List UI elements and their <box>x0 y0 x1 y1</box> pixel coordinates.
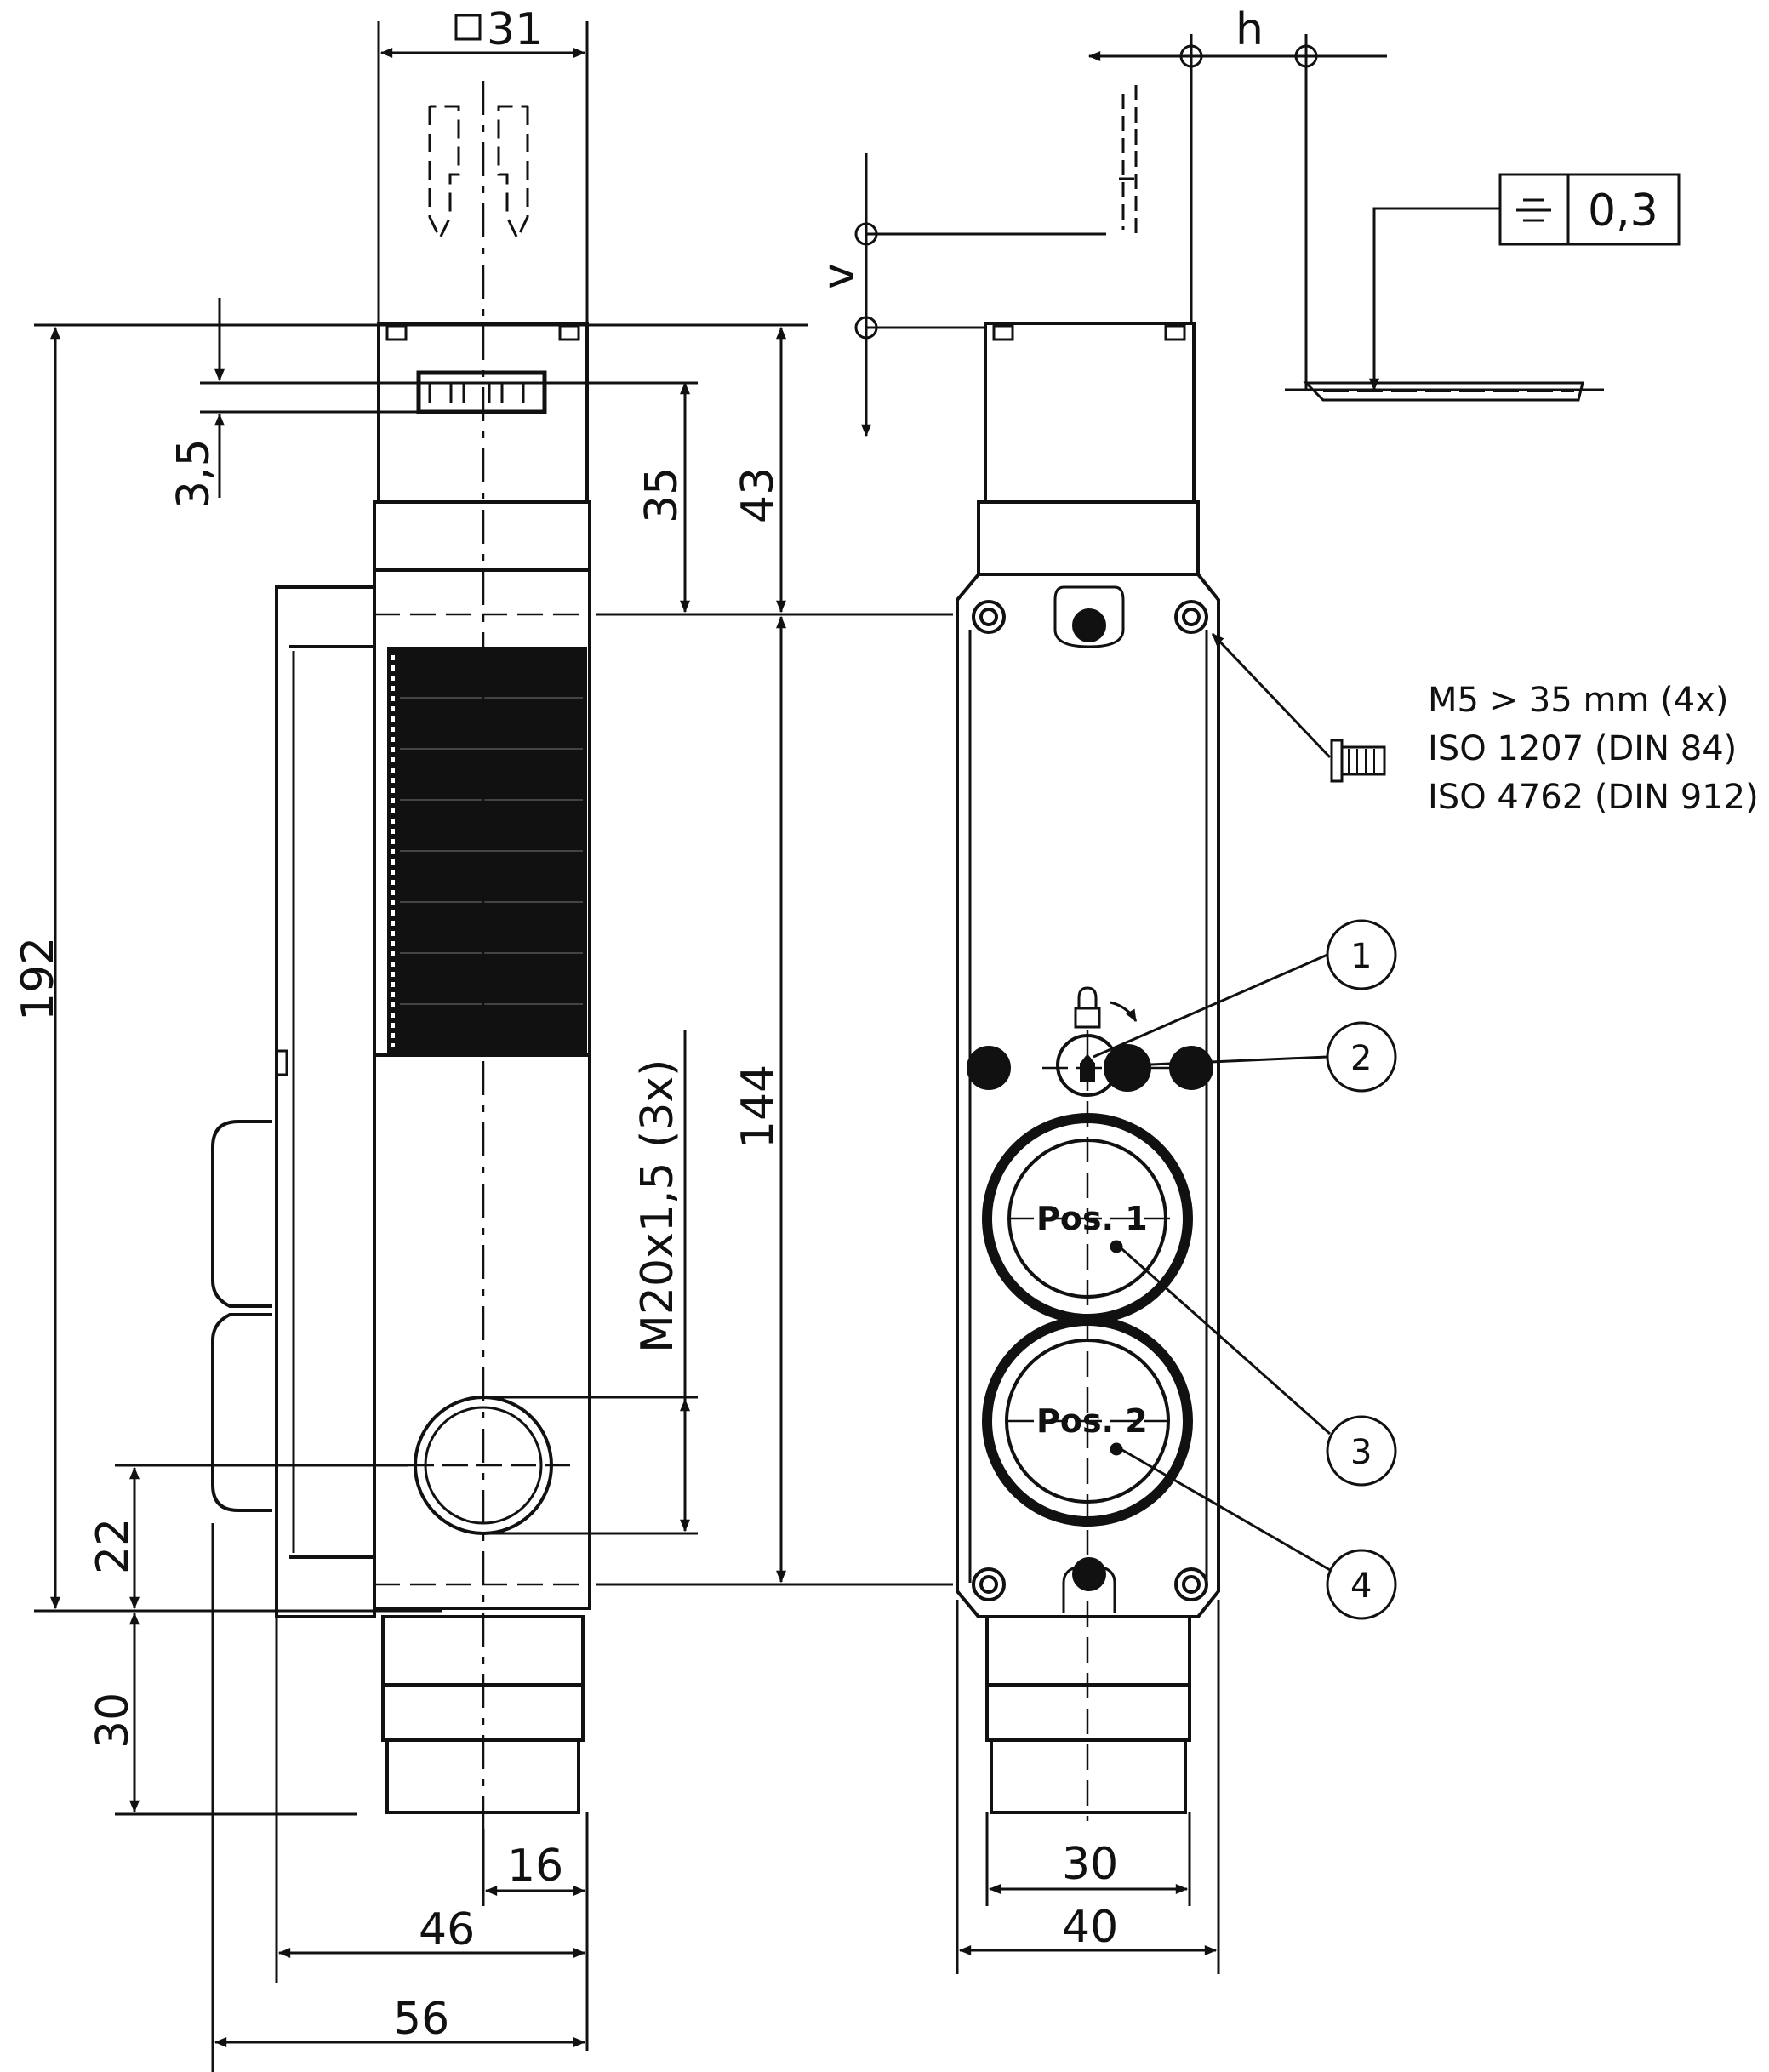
dim-3-5: 3,5 <box>168 438 220 509</box>
dim-192: 192 <box>13 937 64 1021</box>
dim-22: 22 <box>88 1518 139 1574</box>
front-view <box>956 85 1220 1821</box>
dim-40: 40 <box>1062 1902 1118 1953</box>
square-symbol-icon <box>454 14 482 41</box>
callout-4: 4 <box>1350 1567 1372 1606</box>
flatness-value: 0,3 <box>1588 186 1658 237</box>
callout-numbers: 1 2 3 4 <box>1350 937 1372 1606</box>
callout-1: 1 <box>1350 937 1372 976</box>
screw-note-line: ISO 4762 (DIN 912) <box>1428 778 1759 817</box>
callout-3: 3 <box>1350 1433 1372 1472</box>
pos-1-label: Pos. 1 <box>1036 1200 1148 1237</box>
screw-note-line: ISO 1207 (DIN 84) <box>1428 729 1737 768</box>
screw-note: M5 > 35 mm (4x) ISO 1207 (DIN 84) ISO 47… <box>1428 681 1759 817</box>
dim-46: 46 <box>419 1904 475 1955</box>
pos-2-label: Pos. 2 <box>1036 1402 1148 1440</box>
dim-30-side: 30 <box>88 1692 139 1749</box>
side-view <box>211 81 591 1902</box>
dim-56: 56 <box>393 1994 449 2045</box>
dimension-lines <box>34 21 1681 2072</box>
screw-note-line: M5 > 35 mm (4x) <box>1428 681 1729 720</box>
tolerance-v: v <box>813 263 865 289</box>
dim-144: 144 <box>733 1065 784 1149</box>
dimension-labels: 31 192 3,5 35 43 144 M20x1,5 (3x) 22 30 … <box>13 4 1658 2045</box>
dim-35: 35 <box>636 467 688 523</box>
mounting-hole <box>972 600 1208 1601</box>
dim-30-front: 30 <box>1062 1839 1118 1890</box>
tolerance-h: h <box>1235 4 1264 55</box>
callout-2: 2 <box>1350 1039 1372 1078</box>
dim-16: 16 <box>507 1841 563 1892</box>
dim-43: 43 <box>733 467 784 523</box>
thread-label: M20x1,5 (3x) <box>632 1059 683 1353</box>
position-labels: Pos. 1 Pos. 2 <box>1036 1200 1148 1440</box>
dim-31: 31 <box>487 4 543 55</box>
